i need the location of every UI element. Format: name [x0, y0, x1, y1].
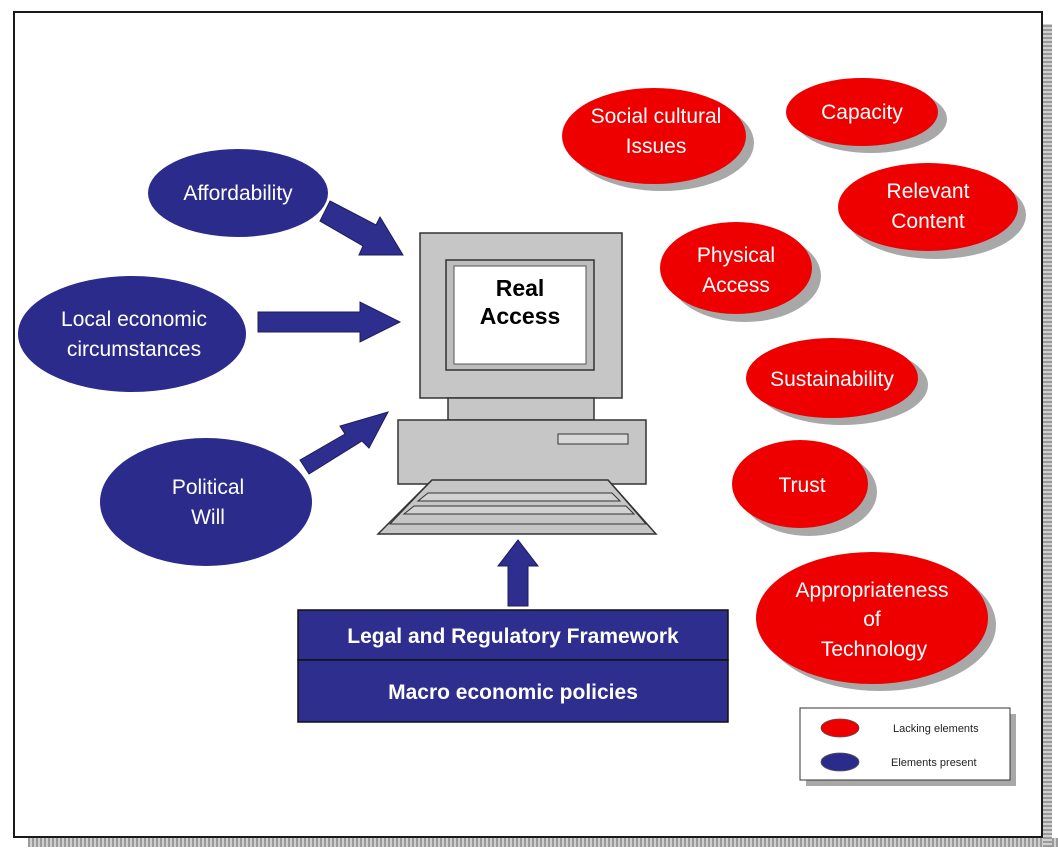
framework-bottom-box [297, 659, 729, 723]
arrow-local-economic [257, 301, 402, 343]
arrow-political-will [299, 411, 389, 475]
arrows [257, 200, 540, 607]
relevant-content-label-line1: Relevant [887, 180, 970, 203]
bubble-social-cultural [562, 88, 746, 184]
local-economic-label-line1: Local economic [61, 308, 207, 331]
disk-drive [557, 433, 629, 445]
framework-top-box [297, 609, 729, 661]
trust-label: Trust [778, 474, 825, 497]
social-cultural-label-line2: Issues [626, 135, 687, 158]
appropriateness-label-line1: Appropriateness [796, 579, 949, 602]
bubble-physical-access [660, 222, 812, 314]
physical-access-label-line1: Physical [697, 244, 775, 267]
affordability-label: Affordability [183, 182, 293, 205]
bubble-political-will [100, 438, 312, 566]
bubble-affordability [148, 149, 328, 237]
bubble-trust [732, 440, 868, 528]
bubble-local-economic [18, 276, 246, 392]
legend-present-label: Elements present [891, 757, 977, 769]
relevant-content-label-line2: Content [891, 210, 965, 233]
sustainability-label: Sustainability [770, 368, 894, 391]
arrow-framework [496, 539, 540, 607]
frame-shadow-right [1043, 24, 1052, 847]
keyboard-inner [388, 479, 648, 525]
legend: Lacking elements Elements present [799, 707, 1016, 786]
physical-access-label-line2: Access [702, 274, 770, 297]
lacking-elements: Social cultural Issues Capacity Relevant… [562, 78, 1026, 691]
legend-swatch-present [820, 752, 860, 772]
social-cultural-label-line1: Social cultural [591, 105, 722, 128]
frame-shadow-bottom [28, 838, 1058, 847]
monitor-screen [453, 265, 587, 365]
computer-illustration: Real Access [376, 232, 658, 535]
present-elements: Affordability Local economic circumstanc… [18, 149, 328, 566]
computer-base [397, 419, 647, 485]
political-will-label-line1: Political [172, 476, 244, 499]
monitor-stand [447, 397, 595, 421]
bubble-relevant-content [838, 163, 1018, 251]
local-economic-label-line2: circumstances [67, 338, 201, 361]
bubble-appropriateness [756, 552, 988, 684]
bubble-capacity [786, 78, 938, 146]
framework-top-label: Legal and Regulatory Framework [347, 625, 679, 648]
keyboard-row [416, 492, 622, 502]
framework-bottom-label: Macro economic policies [388, 681, 638, 704]
center-label-line1: Real [496, 275, 545, 301]
legend-swatch-lacking [820, 718, 860, 738]
framework-box: Legal and Regulatory Framework Macro eco… [297, 609, 729, 723]
capacity-label: Capacity [821, 101, 903, 124]
arrow-affordability [319, 200, 404, 256]
legend-lacking-label: Lacking elements [893, 723, 979, 735]
bubble-sustainability [746, 338, 918, 418]
keyboard-row [402, 505, 636, 515]
appropriateness-label-line2: of [863, 608, 881, 631]
appropriateness-label-line3: Technology [821, 638, 928, 661]
political-will-label-line2: Will [191, 506, 225, 529]
center-label-line2: Access [480, 303, 561, 329]
